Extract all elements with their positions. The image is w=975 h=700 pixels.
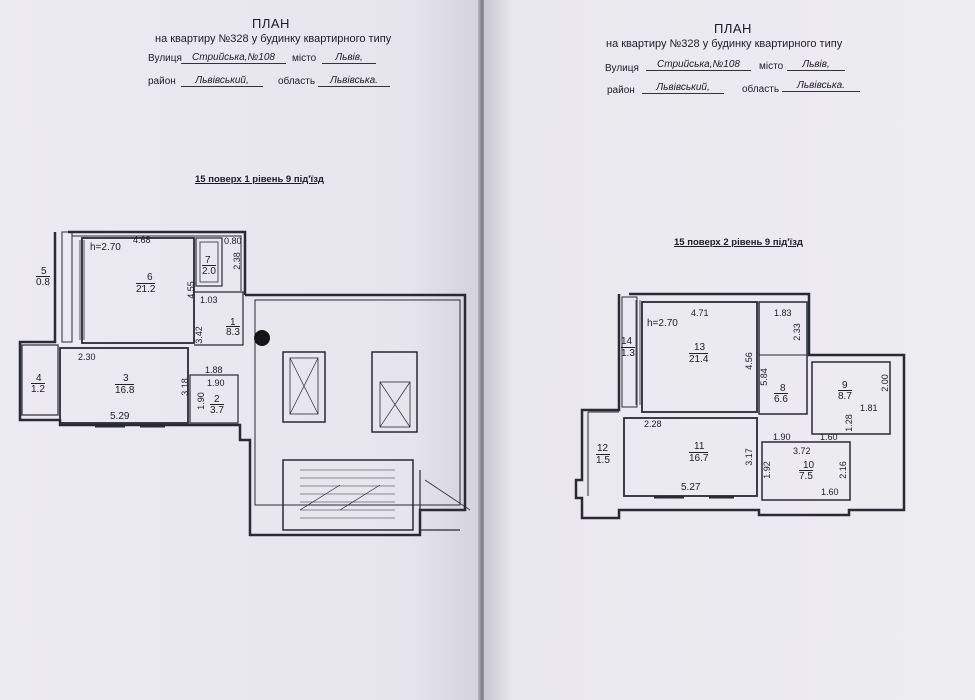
room-11-number: 11	[694, 441, 705, 452]
room-8-number: 8	[780, 383, 786, 394]
dim-room8-top-height: 2.33	[791, 323, 802, 341]
street-label: Вулиця	[605, 63, 639, 74]
room-2-area: 3.7	[210, 404, 224, 416]
plan-subtitle: на квартиру №328 у будинку квартирного т…	[155, 33, 392, 45]
street-label: Вулиця	[148, 53, 182, 64]
dim-room9-width: 1.81	[860, 403, 878, 413]
city-label: місто	[292, 53, 317, 64]
dim-wc-height: 2.38	[231, 252, 242, 270]
room-11-area: 16.7	[689, 452, 709, 464]
room-12-number: 12	[597, 443, 609, 454]
room-3-area: 16.8	[115, 384, 135, 396]
room-6-area: 21.2	[136, 283, 156, 295]
floor-plan-level1	[18, 230, 471, 537]
dim-room10-top: 1.60	[820, 432, 838, 442]
room-1-number: 1	[230, 317, 236, 328]
room-9-area: 8.7	[838, 390, 852, 402]
room-13-number: 13	[694, 342, 706, 353]
dim-room10-width: 3.72	[793, 446, 811, 456]
street-value: Стрийська,№108	[181, 52, 286, 64]
room-7-number: 7	[205, 255, 211, 266]
city-label: місто	[759, 61, 784, 72]
floor-label: 15 поверх 1 рівень 9 під'їзд	[195, 174, 324, 185]
right-page: ПЛАН на квартиру №328 у будинку квартирн…	[484, 0, 975, 700]
district-label: район	[607, 85, 635, 96]
plan-title: ПЛАН	[252, 16, 290, 31]
dim-room3-top: 2.30	[78, 352, 96, 362]
dim-hall-width: 1.03	[200, 295, 218, 305]
room-14-area: 1.3	[621, 347, 635, 359]
plan-subtitle: на квартиру №328 у будинку квартирного т…	[606, 38, 843, 50]
dim-top-width: 4.68	[133, 235, 151, 245]
room-5-area: 0.8	[36, 276, 50, 288]
city-value: Львів,	[322, 52, 376, 64]
region-label: область	[742, 84, 780, 95]
room-10-number: 10	[803, 460, 815, 471]
dim-hall-height: 3.42	[193, 326, 204, 344]
district-value: Львівський,	[642, 82, 724, 94]
dim-room3-height: 3.18	[179, 378, 190, 396]
ceiling-height: h=2.70	[90, 242, 121, 253]
dim-corridor-width: 1.90	[773, 432, 791, 442]
region-value: Львівська.	[782, 80, 860, 92]
floor-plan-level2	[574, 292, 906, 520]
room-1-area: 8.3	[226, 326, 240, 338]
floor-label: 15 поверх 2 рівень 9 під'їзд	[674, 237, 803, 248]
room-6-number: 6	[147, 272, 153, 283]
room-13-area: 21.4	[689, 353, 709, 365]
room-5-number: 5	[41, 266, 47, 277]
dim-room13-width: 4.71	[691, 308, 709, 318]
dim-room9-height: 2.00	[879, 374, 890, 392]
street-value: Стрийська,№108	[646, 59, 751, 71]
dim-wc-width: 0.80	[224, 236, 242, 246]
dim-bath-height: 1.90	[195, 392, 206, 410]
dim-room10-height: 1.92	[761, 461, 772, 479]
left-page: ПЛАН на квартиру №328 у будинку квартирн…	[0, 0, 480, 700]
dim-room11-height: 3.17	[743, 448, 754, 466]
room-4-area: 1.2	[31, 383, 45, 395]
room-3-number: 3	[123, 373, 129, 384]
region-value: Львівська.	[318, 75, 390, 87]
room-8-area: 6.6	[774, 393, 788, 405]
dim-bath-width: 1.88	[205, 365, 223, 375]
plan-title: ПЛАН	[714, 21, 752, 36]
room-4-number: 4	[36, 373, 42, 384]
room-10-area: 7.5	[799, 470, 813, 482]
city-value: Львів,	[787, 59, 845, 71]
dim-room10-side: 2.16	[837, 461, 848, 479]
dim-room3-bottom: 5.29	[110, 411, 130, 422]
room-2-number: 2	[214, 394, 220, 405]
region-label: область	[278, 76, 316, 87]
dim-room8-width: 1.83	[774, 308, 792, 318]
room-9-number: 9	[842, 380, 848, 391]
ceiling-height: h=2.70	[647, 318, 678, 329]
dim-room11-top: 2.28	[644, 419, 662, 429]
district-value: Львівський,	[181, 75, 263, 87]
room-7-area: 2.0	[202, 265, 216, 277]
dim-room10-bottom: 1.60	[821, 487, 839, 497]
room-14-number: 14	[621, 336, 633, 347]
dim-bath-inner: 1.90	[207, 378, 225, 388]
dim-room8-height: 5.84	[758, 368, 769, 386]
district-label: район	[148, 76, 176, 87]
dim-room11-bottom: 5.27	[681, 482, 701, 493]
room-12-area: 1.5	[596, 454, 610, 466]
book-spine	[478, 0, 486, 700]
dim-room6-height: 4.55	[185, 281, 196, 299]
dim-room13-height: 4.56	[743, 352, 754, 370]
dim-room9-inner: 1.28	[843, 414, 854, 432]
